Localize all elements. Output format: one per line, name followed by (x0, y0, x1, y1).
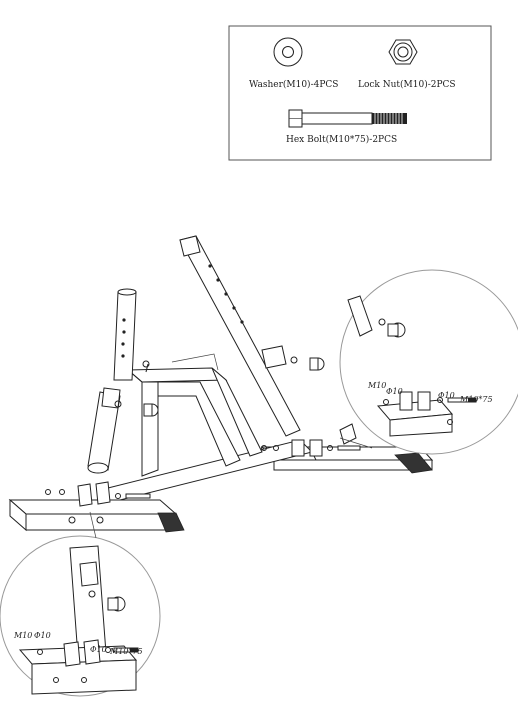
front-bolt-set (45, 481, 151, 507)
detail-callout-right: M10 Φ10 Φ10 M10*75 (339, 269, 518, 455)
left-label-bolt: M10*75 (109, 647, 143, 656)
hex-bolt-icon (288, 109, 407, 128)
seat-bracket (87, 387, 159, 474)
left-label-phi10-b: Φ10 (90, 645, 107, 654)
left-label-phi10-a: Φ10 (34, 631, 51, 640)
washer-label: Washer(M10)-4PCS (249, 79, 338, 90)
right-label-m10: M10 (367, 381, 386, 390)
seat-post (113, 288, 137, 381)
right-label-phi10-b: Φ10 (438, 391, 455, 400)
left-label-m10: M10 (13, 631, 32, 640)
backrest-tube (179, 235, 357, 445)
parts-box: Washer(M10)-4PCS Lock Nut(M10)-2PCS Hex … (228, 25, 492, 161)
right-label-phi10-a: Φ10 (386, 387, 403, 396)
detail-callout-left: M10 Φ10 Φ10 M10*75 (0, 511, 161, 697)
lock-nut-icon (388, 39, 418, 65)
rear-bolt-set (261, 439, 361, 457)
right-label-bolt: M10*75 (459, 395, 493, 404)
front-base-tube (8, 498, 185, 533)
lock-nut-label: Lock Nut(M10)-2PCS (358, 79, 456, 90)
bench-assembly (8, 235, 434, 533)
washer-icon (273, 37, 303, 67)
hex-bolt-label: Hex Bolt(M10*75)-2PCS (286, 134, 397, 145)
